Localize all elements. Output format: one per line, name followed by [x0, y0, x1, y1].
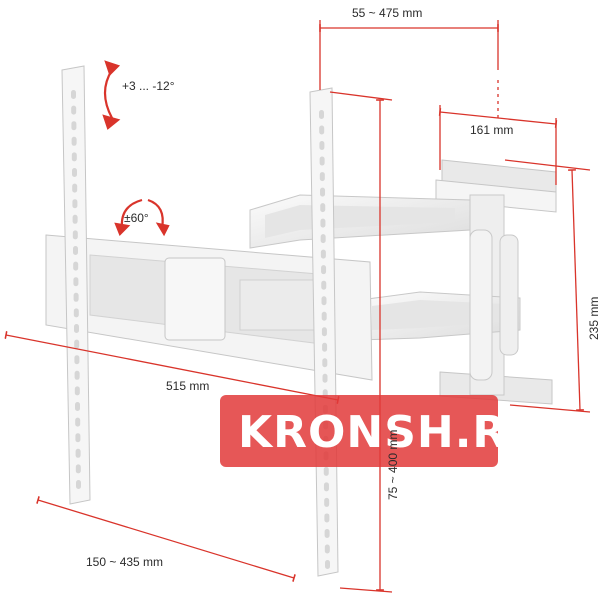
mount-slot [74, 355, 80, 365]
plate-height-label: 235 mm [587, 297, 600, 340]
mount-slot [320, 218, 326, 228]
mount-slot [319, 110, 324, 119]
mount-slot [323, 466, 329, 476]
watermark-text: KRONSH.RU [238, 407, 544, 458]
mount-slot [75, 464, 81, 474]
mount-slot [321, 296, 327, 306]
mount-slot [71, 90, 76, 99]
mount-slot [320, 203, 326, 213]
horizontal-spacing-label: 150 ~ 435 mm [86, 555, 163, 569]
vertical-spacing-label: 75 ~ 400 mm [386, 430, 400, 500]
mount-slot [75, 448, 81, 458]
mount-slot [75, 417, 81, 427]
articulating-arm-upper [249, 194, 471, 249]
max-width-label: 515 mm [166, 379, 209, 393]
mount-slot [76, 480, 81, 489]
tilt-arrow-icon [102, 60, 121, 130]
mount-slot [321, 327, 327, 337]
mount-slot [73, 308, 79, 318]
mount-slot [71, 121, 77, 131]
mount-slot [72, 168, 77, 177]
mount-slot [319, 141, 325, 151]
mount-slot [321, 265, 327, 275]
mount-slot [75, 433, 81, 443]
plate-width-label: 161 mm [470, 123, 513, 137]
tilt-label: +3 ... -12° [122, 79, 175, 93]
mount-slot [325, 560, 330, 569]
mount-slot [71, 152, 77, 162]
mount-slot [74, 370, 80, 380]
mount-slot [72, 214, 78, 224]
mount-slot [323, 482, 329, 492]
mount-slot [320, 249, 326, 259]
mount-slot [72, 230, 78, 240]
mount-slot [73, 292, 79, 302]
mount-slot [75, 402, 80, 411]
arm-reach-label: 55 ~ 475 mm [352, 6, 422, 20]
mount-slot [322, 342, 328, 352]
watermark-bg [220, 395, 498, 467]
mount-slot [319, 156, 325, 166]
mount-slot [72, 183, 78, 193]
mount-slot [321, 311, 327, 321]
mount-slot [324, 497, 330, 507]
mount-slot [319, 172, 325, 182]
mount-slot [74, 324, 79, 333]
mount-slot [72, 199, 78, 209]
dimension-lines [4, 20, 591, 593]
mount-slot [71, 105, 77, 115]
mount-slot [320, 187, 326, 197]
mount-slot [73, 261, 79, 271]
rotation-label: ±60° [124, 211, 149, 225]
mount-slot [74, 386, 80, 396]
mount-slot [73, 277, 79, 287]
mount-slot [71, 136, 77, 146]
mount-slot [321, 280, 327, 290]
rotate-arrows-icon [114, 198, 170, 237]
mount-slot [324, 544, 330, 554]
mount-slot [74, 339, 80, 349]
mount-slot [319, 125, 325, 135]
mount-slot [322, 373, 328, 383]
mount-slot [320, 234, 326, 244]
mount-slot [324, 513, 330, 523]
mount-slot [324, 528, 330, 538]
mount-slot [73, 246, 78, 255]
wall-plate [435, 159, 557, 405]
mount-slot [322, 358, 328, 368]
